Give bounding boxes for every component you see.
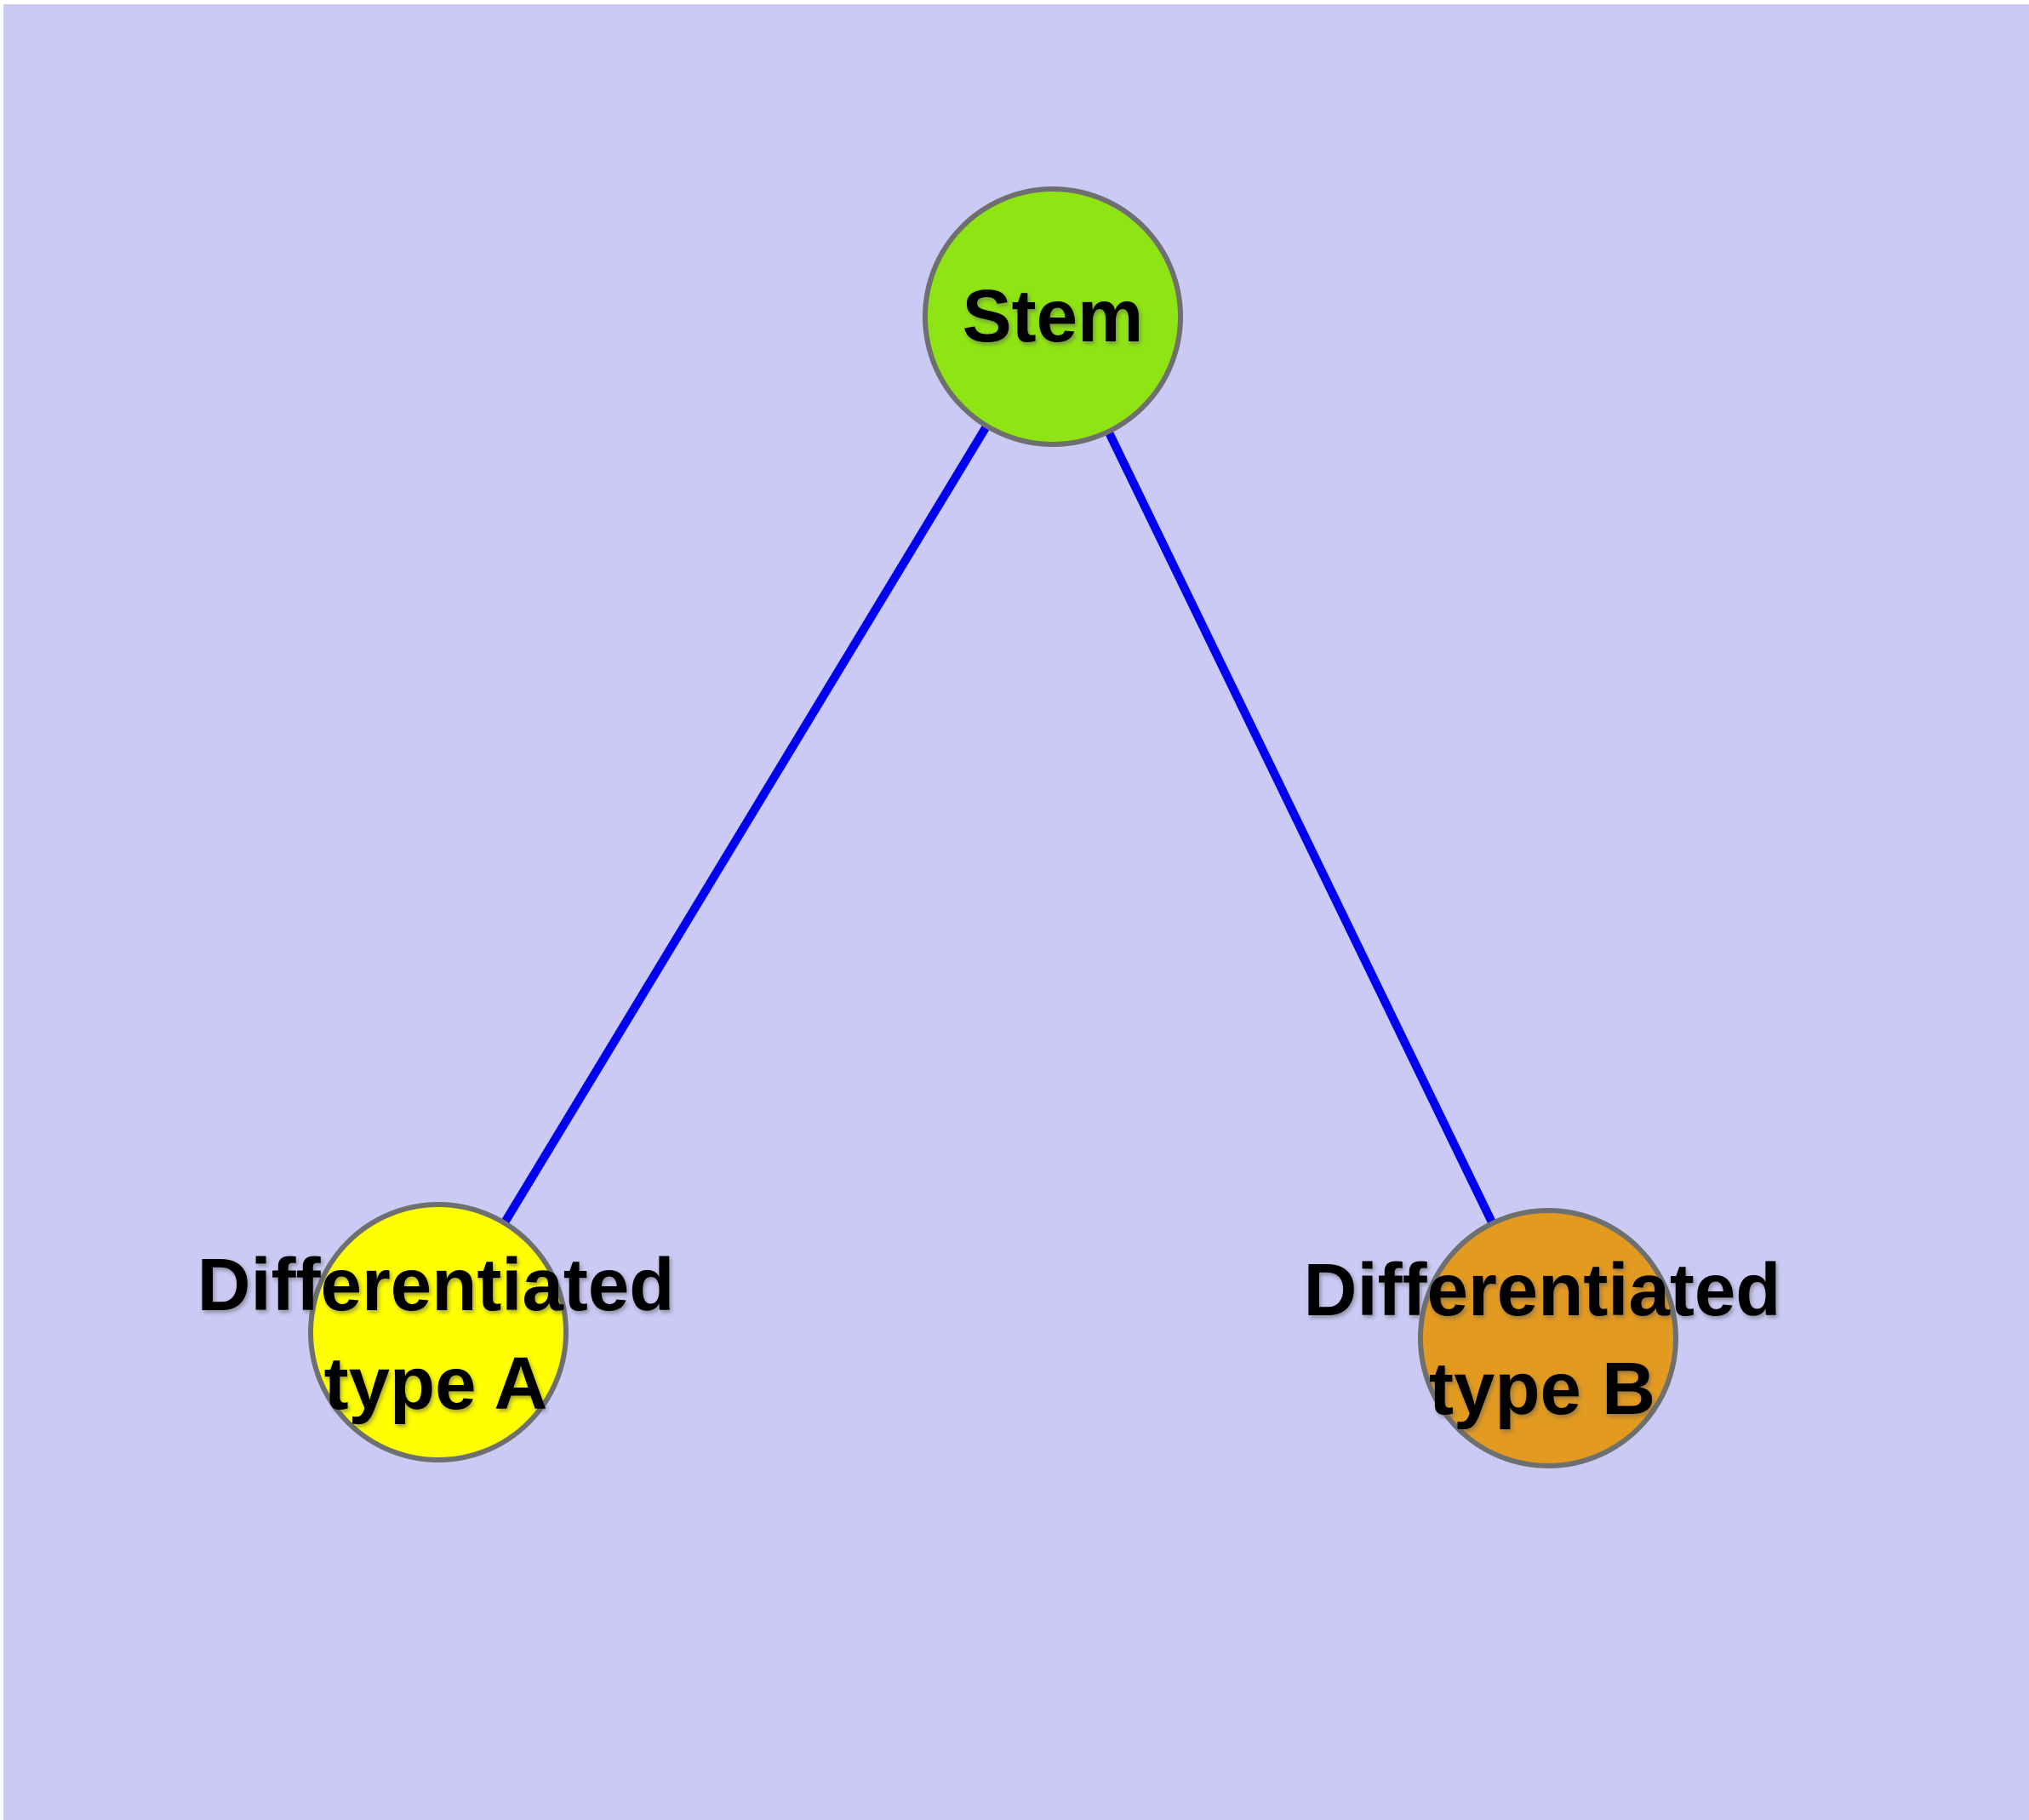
node-type-b	[1418, 1208, 1678, 1468]
node-stem-label-line1: Stem	[962, 275, 1144, 358]
node-type-b-label: Differentiated type B	[1304, 1241, 1781, 1439]
node-type-a-label: Differentiated type A	[197, 1236, 675, 1434]
edge-stem-to-type-b	[1049, 314, 1552, 1341]
node-stem-label: Stem	[963, 267, 1144, 366]
node-type-a-label-line1: Differentiated	[197, 1244, 675, 1326]
node-type-a	[308, 1202, 569, 1462]
node-type-b-label-line2: type B	[1429, 1348, 1655, 1430]
node-type-b-label-line1: Differentiated	[1303, 1249, 1781, 1331]
node-stem	[923, 186, 1183, 447]
node-type-a-label-line2: type A	[323, 1342, 548, 1425]
edge-stem-to-type-a	[434, 314, 1057, 1335]
